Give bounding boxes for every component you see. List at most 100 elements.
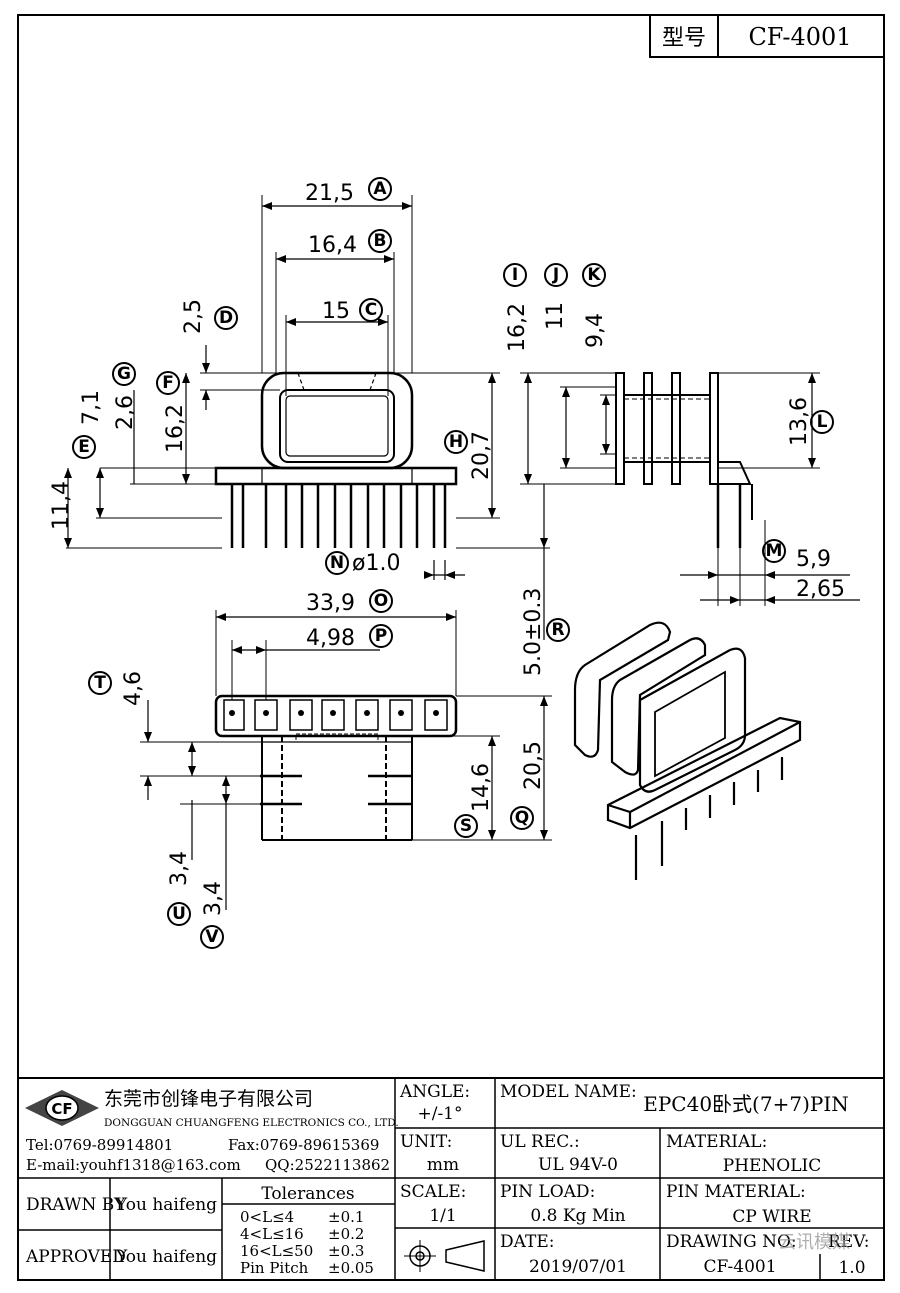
marker-j: J	[544, 263, 568, 287]
marker-a: A	[368, 177, 392, 201]
rev-value: 1.0	[838, 1258, 865, 1278]
pin-material-value: CP WIRE	[732, 1207, 811, 1227]
dim-m1: 5,9	[796, 547, 831, 572]
model-name-label: MODEL NAME:	[500, 1082, 637, 1102]
dim-h: 20,7	[469, 431, 494, 480]
dim-d: 2,5	[181, 299, 206, 334]
title-block: CF 东莞市创锋电子有限公司 DONGGUAN CHUANGFENG ELECT…	[17, 1077, 885, 1281]
marker-t: T	[88, 671, 112, 695]
dim-i: 16,2	[505, 303, 530, 352]
company-fax: Fax:0769-89615369	[228, 1136, 379, 1154]
marker-f: F	[156, 371, 180, 395]
dim-p: 4,98	[306, 626, 355, 651]
logo-text: CF	[51, 1100, 72, 1118]
svg-text:V: V	[205, 927, 219, 947]
svg-text:H: H	[449, 432, 463, 452]
drawing-no-value: CF-4001	[703, 1257, 776, 1277]
svg-text:B: B	[374, 231, 387, 251]
model-name-value: EPC40卧式(7+7)PIN	[643, 1092, 848, 1116]
company-email: E-mail:youhf1318@163.com	[26, 1156, 241, 1174]
svg-text:D: D	[219, 308, 233, 328]
side-view	[520, 372, 860, 606]
dim-a: 21,5	[305, 181, 354, 206]
svg-text:Q: Q	[515, 808, 529, 828]
dim-t: 4,6	[121, 671, 146, 706]
tolerances-title: Tolerances	[261, 1184, 354, 1204]
dim-g: 2,6	[113, 395, 138, 430]
dim-l: 13,6	[787, 397, 812, 446]
marker-q: Q	[510, 806, 534, 830]
drawing-no-label: DRAWING NO:	[666, 1232, 797, 1252]
marker-p: P	[369, 624, 393, 648]
marker-v: V	[200, 925, 224, 949]
watermark-text: 云讯模媒	[778, 1232, 850, 1253]
unit-value: mm	[427, 1155, 459, 1175]
model-header-value: CF-4001	[748, 23, 851, 51]
svg-text:K: K	[587, 265, 601, 285]
pin-material-label: PIN MATERIAL:	[666, 1182, 806, 1202]
dim-f: 16,2	[163, 404, 188, 453]
material-value: PHENOLIC	[723, 1156, 822, 1176]
approved-value: You haifeng	[115, 1247, 217, 1267]
reference-markers: A B C D E F G H I J K L M N O P Q R S T …	[72, 177, 834, 949]
date-label: DATE:	[500, 1232, 554, 1252]
company-qq: QQ:2522113862	[265, 1156, 390, 1174]
marker-h: H	[444, 430, 468, 454]
dim-g2: 7,1	[79, 390, 104, 425]
dim-n: ø1.0	[352, 551, 400, 576]
dim-c: 15	[322, 299, 350, 324]
svg-text:G: G	[117, 364, 131, 384]
svg-text:I: I	[512, 265, 518, 285]
svg-text:E: E	[78, 437, 90, 457]
pin-load-label: PIN LOAD:	[500, 1182, 595, 1202]
tol-range-2: 16<L≤50	[240, 1242, 313, 1260]
dim-q: 20,5	[521, 741, 546, 790]
dim-m2: 2,65	[796, 577, 845, 602]
company-logo: CF	[25, 1090, 99, 1126]
drawn-by-value: You haifeng	[115, 1195, 217, 1215]
ul-value: UL 94V-0	[538, 1155, 618, 1175]
dim-s: 14,6	[469, 763, 494, 812]
svg-text:J: J	[552, 265, 559, 285]
marker-c: C	[359, 298, 383, 322]
dim-r: 5.0±0.3	[521, 588, 546, 676]
marker-o: O	[369, 589, 393, 613]
pin-load-value: 0.8 Kg Min	[530, 1206, 625, 1226]
tol-value-3: ±0.05	[328, 1259, 374, 1277]
dim-k: 9,4	[583, 313, 608, 348]
scale-value: 1/1	[429, 1206, 456, 1226]
front-view	[64, 195, 550, 640]
ul-label: UL REC.:	[500, 1132, 580, 1152]
company-tel: Tel:0769-89914801	[26, 1136, 173, 1154]
tol-value-2: ±0.3	[328, 1242, 364, 1260]
unit-label: UNIT:	[400, 1132, 452, 1152]
svg-text:M: M	[766, 541, 783, 561]
svg-text:U: U	[172, 904, 186, 924]
bottom-view	[140, 610, 552, 910]
dim-b: 16,4	[308, 233, 357, 258]
svg-text:O: O	[374, 591, 388, 611]
drawn-by-label: DRAWN BY	[26, 1195, 126, 1215]
model-header: 型号 CF-4001	[649, 14, 885, 58]
approved-label: APPROVED	[25, 1247, 126, 1267]
marker-d: D	[214, 306, 238, 330]
model-header-label: 型号	[662, 26, 706, 51]
marker-e: E	[72, 435, 96, 459]
dim-v: 3,4	[201, 881, 226, 916]
marker-n: N	[325, 551, 349, 575]
tol-range-3: Pin Pitch	[240, 1259, 309, 1277]
date-value: 2019/07/01	[529, 1257, 627, 1277]
projection-symbol-icon	[404, 1240, 485, 1272]
tol-range-1: 4<L≤16	[240, 1225, 304, 1243]
dim-o: 33,9	[306, 591, 355, 616]
tol-value-0: ±0.1	[328, 1208, 364, 1226]
dim-j: 11	[543, 302, 568, 330]
rev-label: REV:	[828, 1232, 870, 1252]
marker-u: U	[167, 902, 191, 926]
material-label: MATERIAL:	[666, 1132, 767, 1152]
svg-text:N: N	[330, 553, 344, 573]
svg-text:F: F	[162, 373, 174, 393]
marker-r: R	[546, 618, 570, 642]
svg-text:A: A	[373, 179, 387, 199]
company-name-en: DONGGUAN CHUANGFENG ELECTRONICS CO., LTD…	[104, 1117, 399, 1129]
